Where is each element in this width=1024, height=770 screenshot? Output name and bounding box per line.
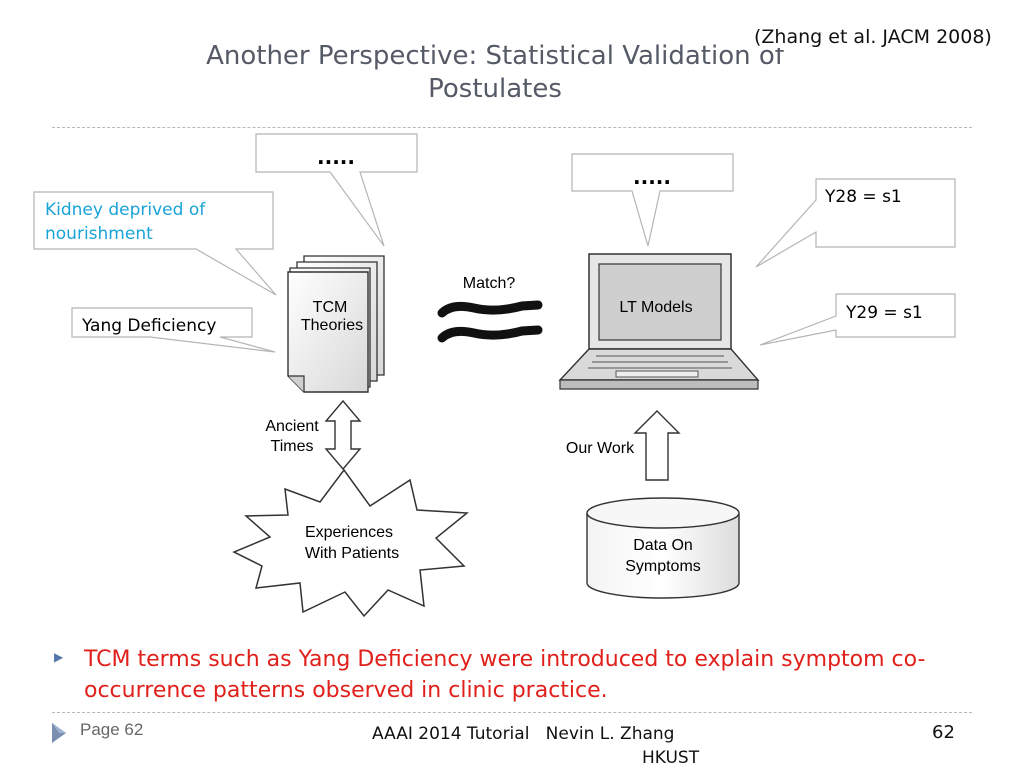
data-cylinder-icon: Data On Symptoms xyxy=(586,497,740,599)
ancient-label-line1: Ancient xyxy=(265,418,319,435)
footer-arrow-icon xyxy=(52,723,66,743)
footer-page-number: 62 xyxy=(932,722,955,743)
match-symbol: Match? xyxy=(437,275,543,343)
tcm-lt-diagram: ..... ..... Yang Deficiency Y28 = s1 Y29… xyxy=(33,133,956,618)
up-arrow-icon: Our Work xyxy=(566,410,681,481)
footer-affiliation: HKUST xyxy=(642,748,700,768)
callout-dots-left-text: ..... xyxy=(317,145,355,169)
data-label-line1: Data On xyxy=(633,537,693,554)
double-arrow-icon: Ancient Times xyxy=(265,399,362,471)
lt-models-label: LT Models xyxy=(619,299,692,316)
tcm-label-line1: TCM xyxy=(313,299,348,316)
footer-page-label: Page 62 xyxy=(80,720,144,739)
footer-divider xyxy=(52,712,972,713)
footer-info: AAAI 2014 Tutorial Nevin L. Zhang HKUST xyxy=(372,722,699,770)
footer-author: Nevin L. Zhang xyxy=(545,724,675,744)
callout-dots-left: ..... xyxy=(255,133,418,247)
footer-tutorial: AAAI 2014 Tutorial xyxy=(372,724,530,744)
callout-dots-right: ..... xyxy=(571,153,734,247)
callout-y28-text: Y28 = s1 xyxy=(824,187,902,207)
laptop-icon: LT Models xyxy=(558,253,760,390)
callout-dots-right-text: ..... xyxy=(633,165,671,189)
bullet-text: TCM terms such as Yang Deficiency were i… xyxy=(84,647,926,703)
tcm-document-stack: TCM Theories xyxy=(287,255,385,393)
callout-y28: Y28 = s1 xyxy=(755,178,956,268)
experiences-label-line1: Experiences xyxy=(305,524,393,541)
title-divider xyxy=(52,127,972,128)
tcm-label-line2: Theories xyxy=(301,317,363,334)
citation: (Zhang et al. JACM 2008) xyxy=(752,26,994,48)
callout-yang: Yang Deficiency xyxy=(71,307,276,353)
slide-title: Another Perspective: Statistical Validat… xyxy=(206,41,784,104)
our-work-label: Our Work xyxy=(566,440,635,457)
experiences-starburst: Experiences With Patients xyxy=(232,468,469,618)
match-label: Match? xyxy=(463,275,516,292)
experiences-label-line2: With Patients xyxy=(305,545,399,562)
callout-y29-text: Y29 = s1 xyxy=(845,303,923,323)
callout-y29: Y29 = s1 xyxy=(759,293,956,346)
callout-yang-text: Yang Deficiency xyxy=(81,316,216,336)
callout-kidney xyxy=(33,191,277,296)
ancient-label-line2: Times xyxy=(271,438,314,455)
callout-kidney-text: Kidney deprived of nourishment xyxy=(45,200,206,244)
bullet-marker-icon: ▶ xyxy=(54,650,64,664)
data-label-line2: Symptoms xyxy=(625,558,701,575)
